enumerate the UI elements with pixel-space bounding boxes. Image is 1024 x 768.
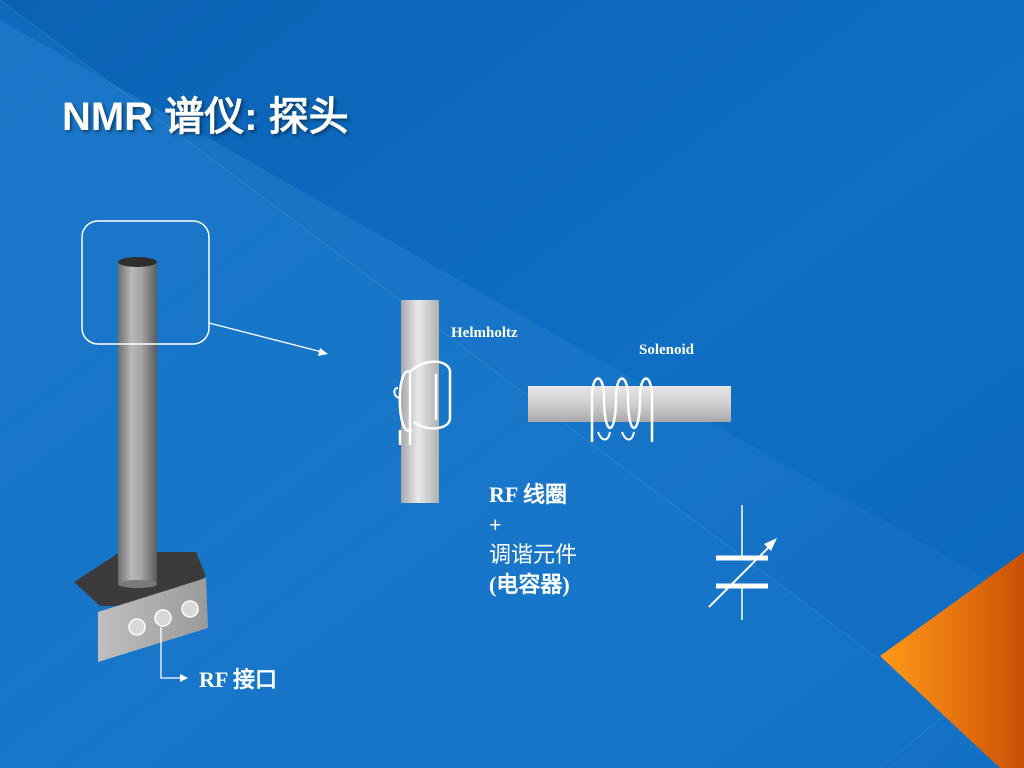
rf-coil-description: RF 线圈 + 调谐元件 (电容器) bbox=[489, 480, 577, 600]
rf-coil-line: RF 线圈 bbox=[489, 482, 568, 507]
rf-port-label: RF 接口 bbox=[199, 667, 278, 692]
solenoid-label: Solenoid bbox=[639, 342, 695, 358]
port-circle-1 bbox=[128, 618, 146, 636]
solenoid-coil-icon bbox=[528, 377, 731, 442]
helmholtz-label: Helmholtz bbox=[451, 325, 518, 341]
connector-arrow-icon bbox=[208, 322, 328, 356]
variable-capacitor-icon bbox=[708, 505, 777, 620]
capacitor-line: (电容器) bbox=[489, 572, 570, 597]
callout-frame bbox=[81, 220, 210, 345]
tuning-element-line: 调谐元件 bbox=[489, 542, 578, 567]
plus-line: + bbox=[489, 512, 502, 537]
helmholtz-coil-icon bbox=[393, 300, 452, 503]
slide-title: NMR 谱仪: 探头 bbox=[62, 95, 349, 139]
port-circle-3 bbox=[181, 600, 199, 618]
probe-illustration bbox=[74, 257, 208, 662]
orange-accent-triangle bbox=[880, 552, 1024, 768]
port-circle-2 bbox=[154, 609, 172, 627]
rf-port-pointer bbox=[160, 627, 188, 682]
